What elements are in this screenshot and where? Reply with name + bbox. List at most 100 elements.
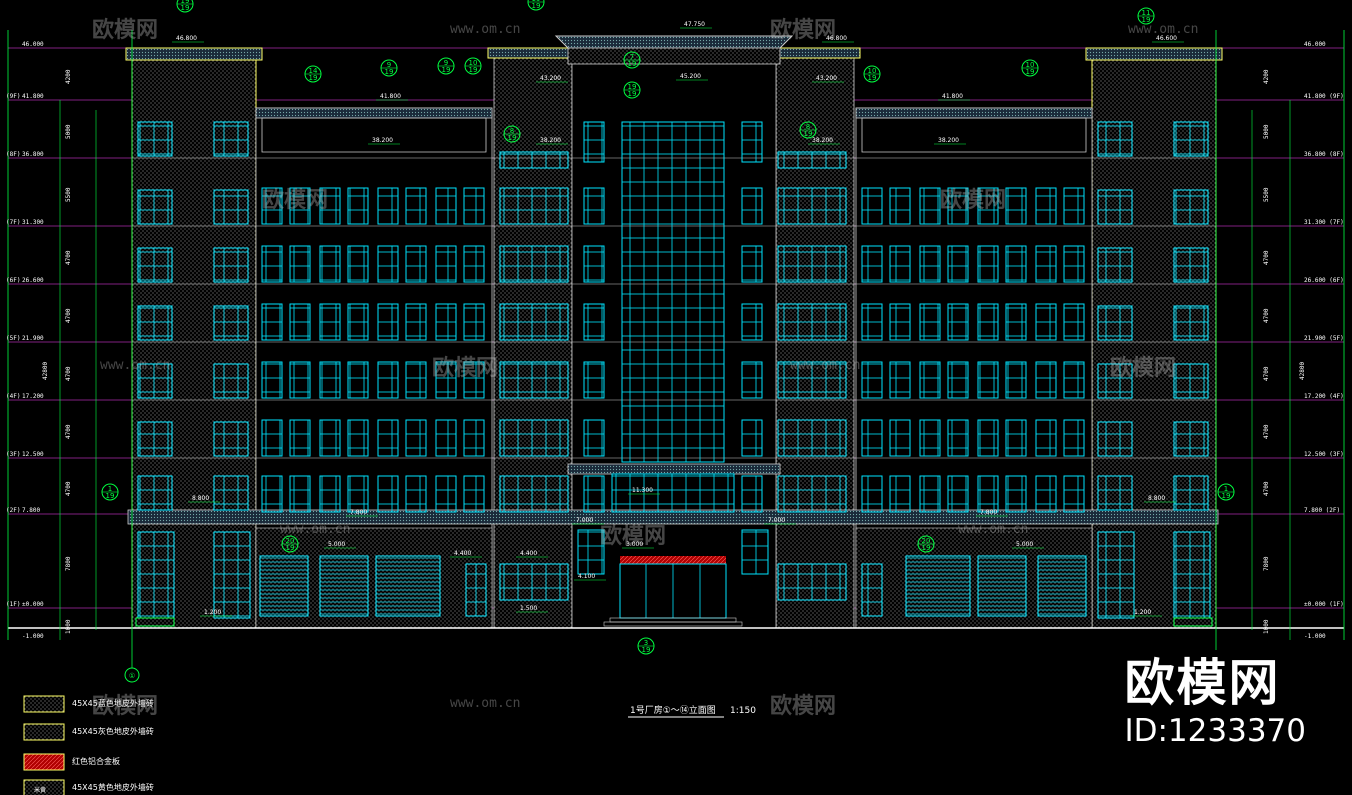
window: [261, 475, 283, 513]
watermark-url: www.om.cn: [450, 22, 521, 37]
svg-text:19: 19: [469, 66, 478, 74]
level-label-left: ±0.000: [22, 601, 44, 608]
svg-text:8: 8: [806, 123, 810, 131]
legend-item: 红色铝合金板: [23, 753, 120, 771]
window: [977, 419, 999, 457]
window: [1035, 419, 1057, 457]
window: [1063, 475, 1085, 513]
level-label-right: 41.800 (9F): [1304, 93, 1344, 100]
window: [1035, 361, 1057, 399]
window: [1173, 475, 1209, 511]
window: [1035, 245, 1057, 283]
window: [1097, 247, 1133, 283]
window: [213, 189, 249, 225]
elevation-mark: 38.200: [812, 137, 833, 144]
window: [499, 303, 569, 341]
watermark-url: www.om.cn: [958, 522, 1029, 537]
svg-text:7: 7: [630, 53, 634, 61]
window: [347, 303, 369, 341]
level-label-right: 36.800 (8F): [1304, 151, 1344, 158]
window: [919, 303, 941, 341]
watermark-url: www.om.cn: [1128, 22, 1199, 37]
svg-text:20: 20: [286, 537, 295, 545]
svg-text:19: 19: [628, 90, 637, 98]
watermark-brand: 欧模网: [1110, 356, 1177, 381]
window: [583, 419, 605, 457]
dim-right: 4200: [1263, 69, 1270, 84]
window: [741, 245, 763, 283]
callout-bubble: 319: [637, 637, 655, 655]
window: [319, 187, 341, 225]
window: [499, 245, 569, 283]
window: [463, 475, 485, 513]
level-label-left: -1.000: [22, 633, 44, 640]
building-elevation: [125, 35, 1223, 629]
level-label-left: 26.600: [22, 277, 44, 284]
window: [377, 245, 399, 283]
svg-text:19: 19: [181, 0, 190, 5]
window: [499, 419, 569, 457]
elevation-mark: 46.600: [1156, 35, 1177, 42]
window: [1173, 305, 1209, 341]
window: [919, 475, 941, 513]
dim-left: 4700: [65, 250, 72, 265]
watermark-large-id: ID:1233370: [1124, 713, 1306, 749]
svg-text:9: 9: [387, 61, 391, 69]
window: [405, 245, 427, 283]
svg-text:1: 1: [108, 485, 112, 493]
window: [499, 475, 569, 513]
elevation-mark: 43.200: [540, 75, 561, 82]
floor-label-left: (4F): [6, 393, 20, 400]
svg-text:19: 19: [286, 544, 295, 552]
elevation-mark: 1.200: [204, 609, 221, 616]
window: [889, 419, 911, 457]
svg-text:8: 8: [510, 127, 514, 135]
svg-text:19: 19: [628, 60, 637, 68]
svg-text:20: 20: [922, 537, 931, 545]
svg-text:3: 3: [644, 639, 648, 647]
legend-label: 45X45黄色地皮外墙砖: [72, 782, 154, 792]
dim-right: 4700: [1263, 308, 1270, 323]
dim-right: 5000: [1263, 124, 1270, 139]
svg-text:10: 10: [868, 67, 877, 75]
elevation-mark: 38.200: [938, 137, 959, 144]
window: [499, 187, 569, 225]
window: [405, 475, 427, 513]
window: [741, 361, 763, 399]
elevation-mark: 5.000: [1016, 541, 1033, 548]
window: [261, 419, 283, 457]
legend: 45X45蓝色地皮外墙砖45X45灰色地皮外墙砖红色铝合金板45X45黄色地皮外…: [23, 695, 154, 795]
window: [137, 121, 173, 157]
drawing-title: 1号厂房①～⑭立面图 1:150: [628, 704, 756, 718]
window: [1005, 419, 1027, 457]
level-label-right: 31.300 (7F): [1304, 219, 1344, 226]
window: [463, 187, 485, 225]
elevation-mark: 5.000: [328, 541, 345, 548]
window: [435, 419, 457, 457]
svg-text:19: 19: [628, 83, 637, 91]
dim-right: 7800: [1263, 556, 1270, 571]
svg-text:14: 14: [309, 67, 318, 75]
level-label-right: 26.600 (6F): [1304, 277, 1344, 284]
window: [741, 187, 763, 225]
window: [1063, 419, 1085, 457]
callout-bubble: 919: [437, 57, 455, 75]
callout-bubble: 119: [1217, 483, 1235, 501]
svg-text:19: 19: [642, 646, 651, 654]
window: [137, 363, 173, 399]
window: [213, 421, 249, 457]
elevation-mark: 4.400: [520, 550, 537, 557]
elevation-mark: 4.400: [454, 550, 471, 557]
window: [977, 361, 999, 399]
svg-text:19: 19: [385, 68, 394, 76]
watermark-url: www.om.cn: [280, 522, 351, 537]
window: [347, 475, 369, 513]
window: [1005, 187, 1027, 225]
window: [741, 475, 763, 513]
svg-text:10: 10: [469, 59, 478, 67]
